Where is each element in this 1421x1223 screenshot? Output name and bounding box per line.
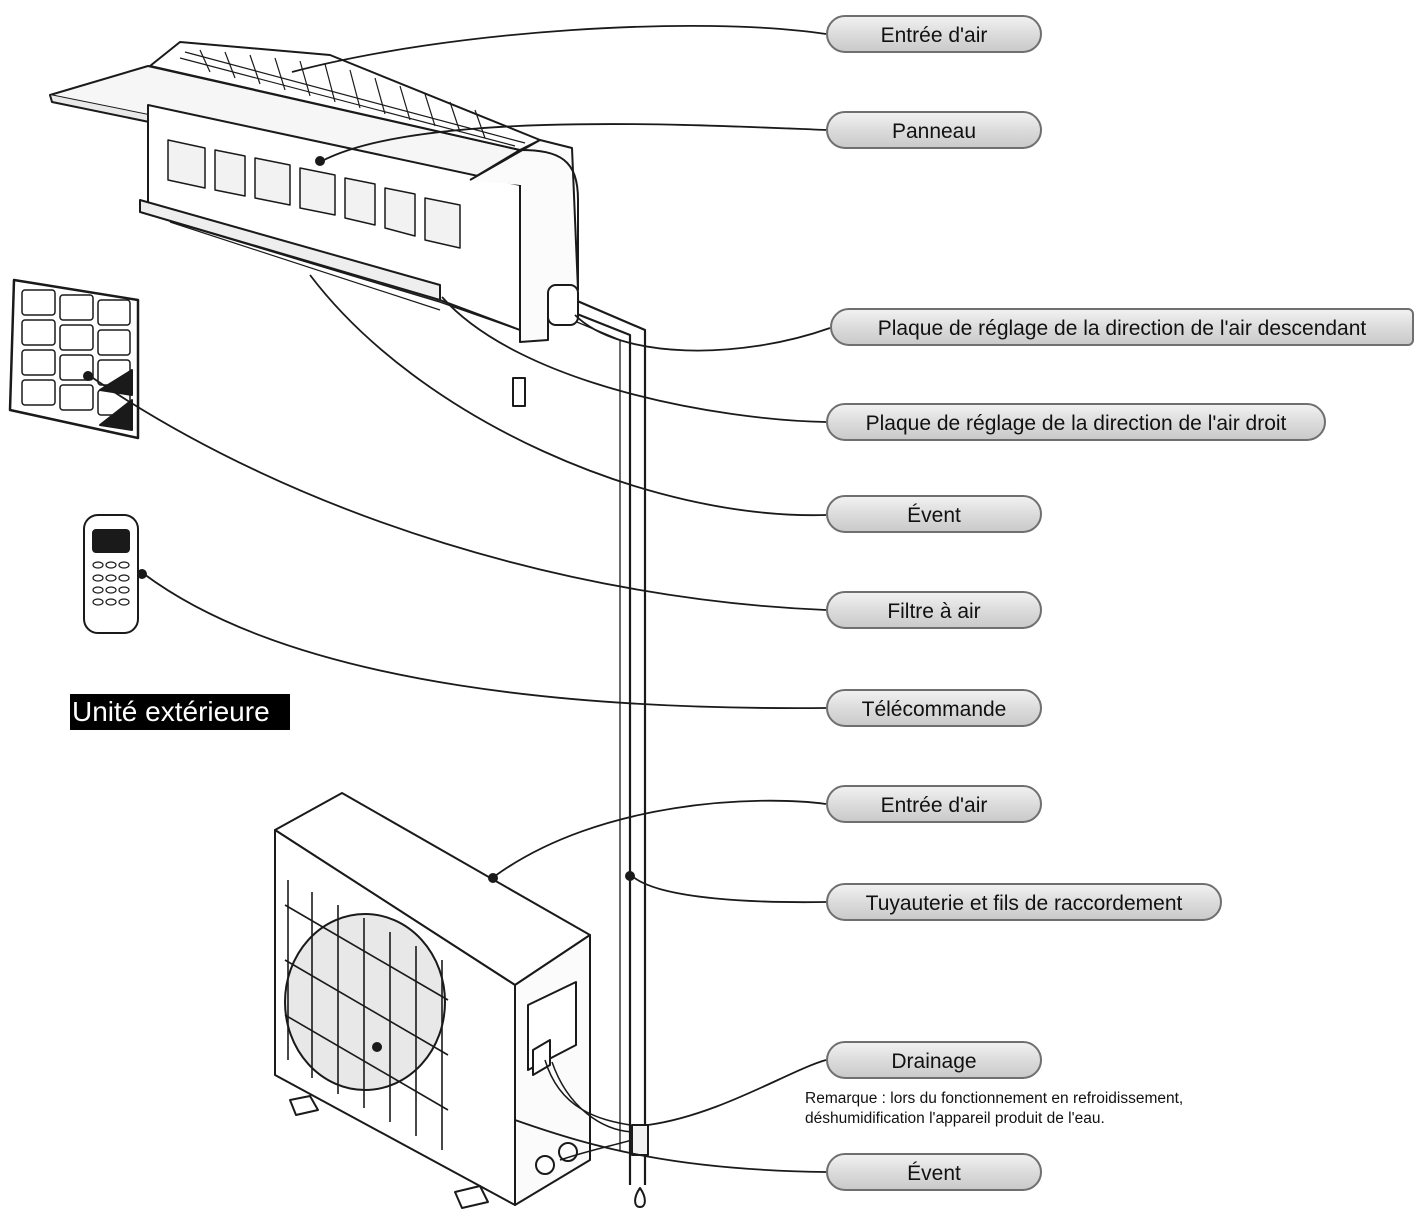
leader-lines (89, 24, 831, 1173)
label-panel: Panneau (826, 111, 1042, 149)
remote-control-drawing (83, 514, 147, 634)
label-air-filter: Filtre à air (826, 591, 1042, 629)
label-remote: Télécommande (826, 689, 1042, 727)
outdoor-unit (274, 792, 633, 1209)
drainage-note: Remarque : lors du fonctionnement en ref… (805, 1090, 1184, 1127)
label-air-intake-top: Entrée d'air (826, 15, 1042, 53)
label-drainage: Drainage (826, 1041, 1042, 1079)
label-right-louver: Plaque de réglage de la direction de l'a… (826, 403, 1326, 441)
label-air-intake-bottom: Entrée d'air (826, 785, 1042, 823)
label-piping: Tuyauterie et fils de raccordement (826, 883, 1222, 921)
label-down-louver: Plaque de réglage de la direction de l'a… (830, 308, 1414, 346)
label-vent-top: Évent (826, 495, 1042, 533)
outdoor-unit-title: Unité extérieure (70, 694, 290, 730)
air-filter-drawing (8, 278, 140, 440)
label-vent-bottom: Évent (826, 1153, 1042, 1191)
